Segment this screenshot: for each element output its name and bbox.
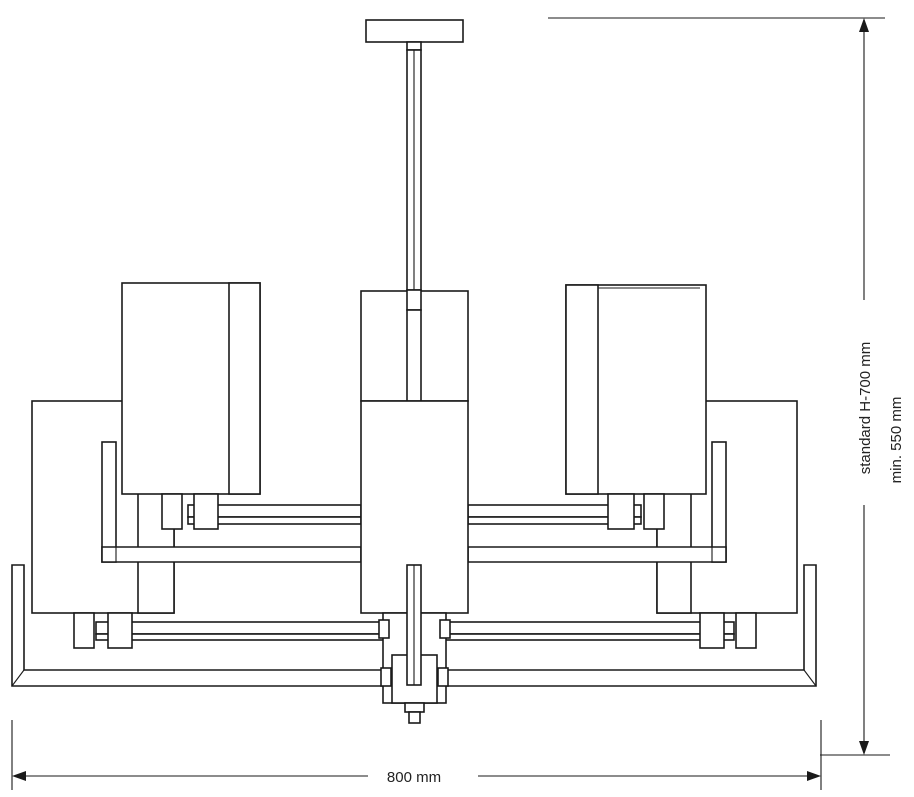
width-label: 800 mm [387, 769, 441, 786]
height-label-min: min. 550 mm [888, 397, 905, 484]
lower-frame-right [444, 564, 817, 687]
suspension-rod [406, 49, 422, 291]
upper-frame-right [467, 441, 727, 563]
lamp-shade-upper-right [565, 284, 707, 495]
central-hub [378, 564, 451, 724]
height-dimension [548, 17, 890, 756]
rod-coupling [406, 289, 422, 402]
height-label-standard: standard H-700 mm [857, 342, 874, 475]
ceiling-canopy [365, 19, 464, 51]
upper-frame-left [101, 441, 362, 563]
width-dimension [11, 720, 822, 790]
lamp-shade-upper-left [121, 282, 261, 495]
